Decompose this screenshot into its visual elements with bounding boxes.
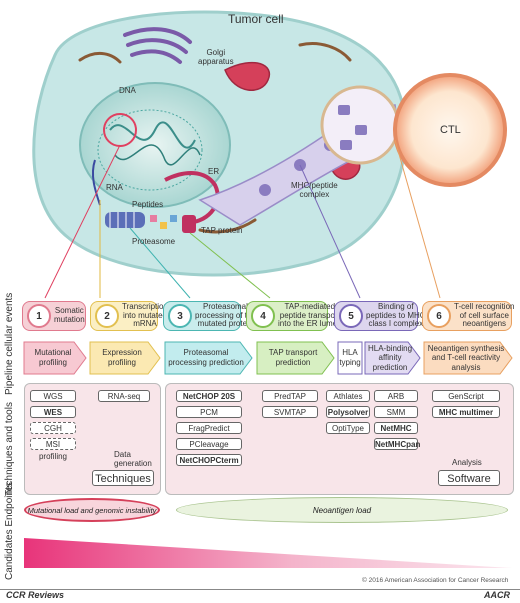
ctl-cell — [393, 73, 507, 187]
stage-number: 6 — [427, 304, 451, 328]
pipeline-hla-binding: HLA-binding affinity prediction — [367, 343, 413, 372]
peptides-label: Peptides — [132, 200, 164, 209]
tool-wes: WES — [30, 406, 76, 418]
stage-text: Transcription into mutated mRNA — [122, 301, 168, 329]
tool-fragpredict: FragPredict — [176, 422, 242, 434]
tumor-cell-illustration — [32, 10, 507, 299]
endpoint-mutational-load: Mutational load and genomic instability — [24, 498, 160, 522]
proteasome — [105, 212, 145, 228]
tool-cgh: CGH — [30, 422, 76, 434]
proteasome-label: Proteasome — [132, 237, 176, 246]
dna-strand — [109, 121, 196, 149]
tool-optitype: OptiType — [326, 422, 370, 434]
pipeline-expression-profiling: Expression profiling — [102, 348, 142, 367]
ctl-label: CTL — [440, 124, 461, 136]
stage-number: 2 — [95, 304, 119, 328]
stage-4: 4 TAP-mediated peptide transport into th… — [246, 301, 342, 331]
stage-text: T-cell recognition of cell surface neoan… — [454, 301, 515, 329]
techniques-badge: Techniques — [92, 470, 154, 486]
dna-label: DNA — [119, 86, 136, 95]
tool-netmhc: NetMHC — [374, 422, 418, 434]
mhc-label: MHC/peptide complex — [291, 181, 338, 199]
tool-netchop-20s: NetCHOP 20S — [176, 390, 242, 402]
row-label-candidates: Candidates Endpoints — [4, 482, 15, 580]
tool-svmtap: SVMTAP — [262, 406, 318, 418]
stage-3: 3 Proteasomal processing of the mutated … — [163, 301, 256, 331]
peptides — [150, 215, 177, 229]
stage-number: 5 — [339, 304, 363, 328]
tool-wgs: WGS — [30, 390, 76, 402]
tool-athlates: Athlates — [326, 390, 370, 402]
tool-netmhcpan: NetMHCpan — [374, 438, 421, 450]
footer-bar — [0, 589, 520, 603]
stage-2: 2 Transcription into mutated mRNA — [90, 301, 168, 331]
endpoint-neoantigen-load: Neoantigen load — [176, 497, 508, 523]
pipeline-neoantigen-analysis: Neoantigen synthesis and T-cell reactivi… — [427, 343, 505, 372]
candidates-gradient — [24, 538, 512, 568]
tool-smm: SMM — [374, 406, 418, 418]
tap-label: TAP protein — [201, 226, 243, 235]
tool-genscript: GenScript — [432, 390, 500, 402]
footer-right: AACR — [484, 590, 510, 600]
stage-5: 5 Binding of peptides to MHC class I com… — [334, 301, 426, 331]
er-label: ER — [208, 167, 220, 176]
stage-1: 1 Somatic mutation — [22, 301, 86, 331]
rna-label: RNA — [106, 183, 123, 192]
tool-arb: ARB — [374, 390, 418, 402]
tool-mhc-multimer: MHC multimer — [432, 406, 500, 418]
tool-pcleavage: PCleavage — [176, 438, 242, 450]
golgi-apparatus — [123, 27, 192, 64]
tool-rna-seq: RNA-seq — [98, 390, 150, 402]
analysis-label: Analysis — [452, 458, 482, 467]
cell-title: Tumor cell — [228, 12, 284, 26]
stage-text: TAP-mediated peptide transport into the … — [278, 301, 342, 329]
tap-protein — [182, 215, 196, 233]
tool-msi-profiling: MSI profiling — [30, 438, 76, 461]
pipeline-proteasomal-prediction: Proteasomal processing prediction — [168, 348, 244, 367]
pipeline-mutational-profiling: Mutational profiling — [34, 348, 72, 367]
pipeline-arrows — [23, 341, 513, 375]
tool-polysolver: Polysolver — [326, 406, 370, 418]
stage-6: 6 T-cell recognition of cell surface neo… — [422, 301, 514, 331]
tool-pcm: PCM — [176, 406, 242, 418]
stage-number: 4 — [251, 304, 275, 328]
data-generation-label: Data generation — [114, 450, 152, 468]
stage-number: 1 — [27, 304, 51, 328]
software-badge: Software — [438, 470, 500, 486]
copyright: © 2016 American Association for Cancer R… — [362, 577, 509, 584]
tool-netchopcterm: NetCHOPCterm — [176, 454, 242, 466]
footer-left: CCR Reviews — [6, 590, 65, 600]
stage-text: Binding of peptides to MHC class I compl… — [366, 301, 426, 329]
golgi-label: Golgi apparatus — [198, 48, 234, 66]
stage-number: 3 — [168, 304, 192, 328]
rna-strand — [91, 159, 101, 206]
stage-text: Somatic mutation — [54, 306, 85, 324]
pipeline-hla-typing: HLA typing — [339, 348, 361, 367]
endoplasmic-reticulum — [164, 171, 220, 225]
nucleus — [79, 82, 231, 208]
pipeline-tap-prediction: TAP transport prediction — [268, 348, 318, 367]
tool-predtap: PredTAP — [262, 390, 318, 402]
